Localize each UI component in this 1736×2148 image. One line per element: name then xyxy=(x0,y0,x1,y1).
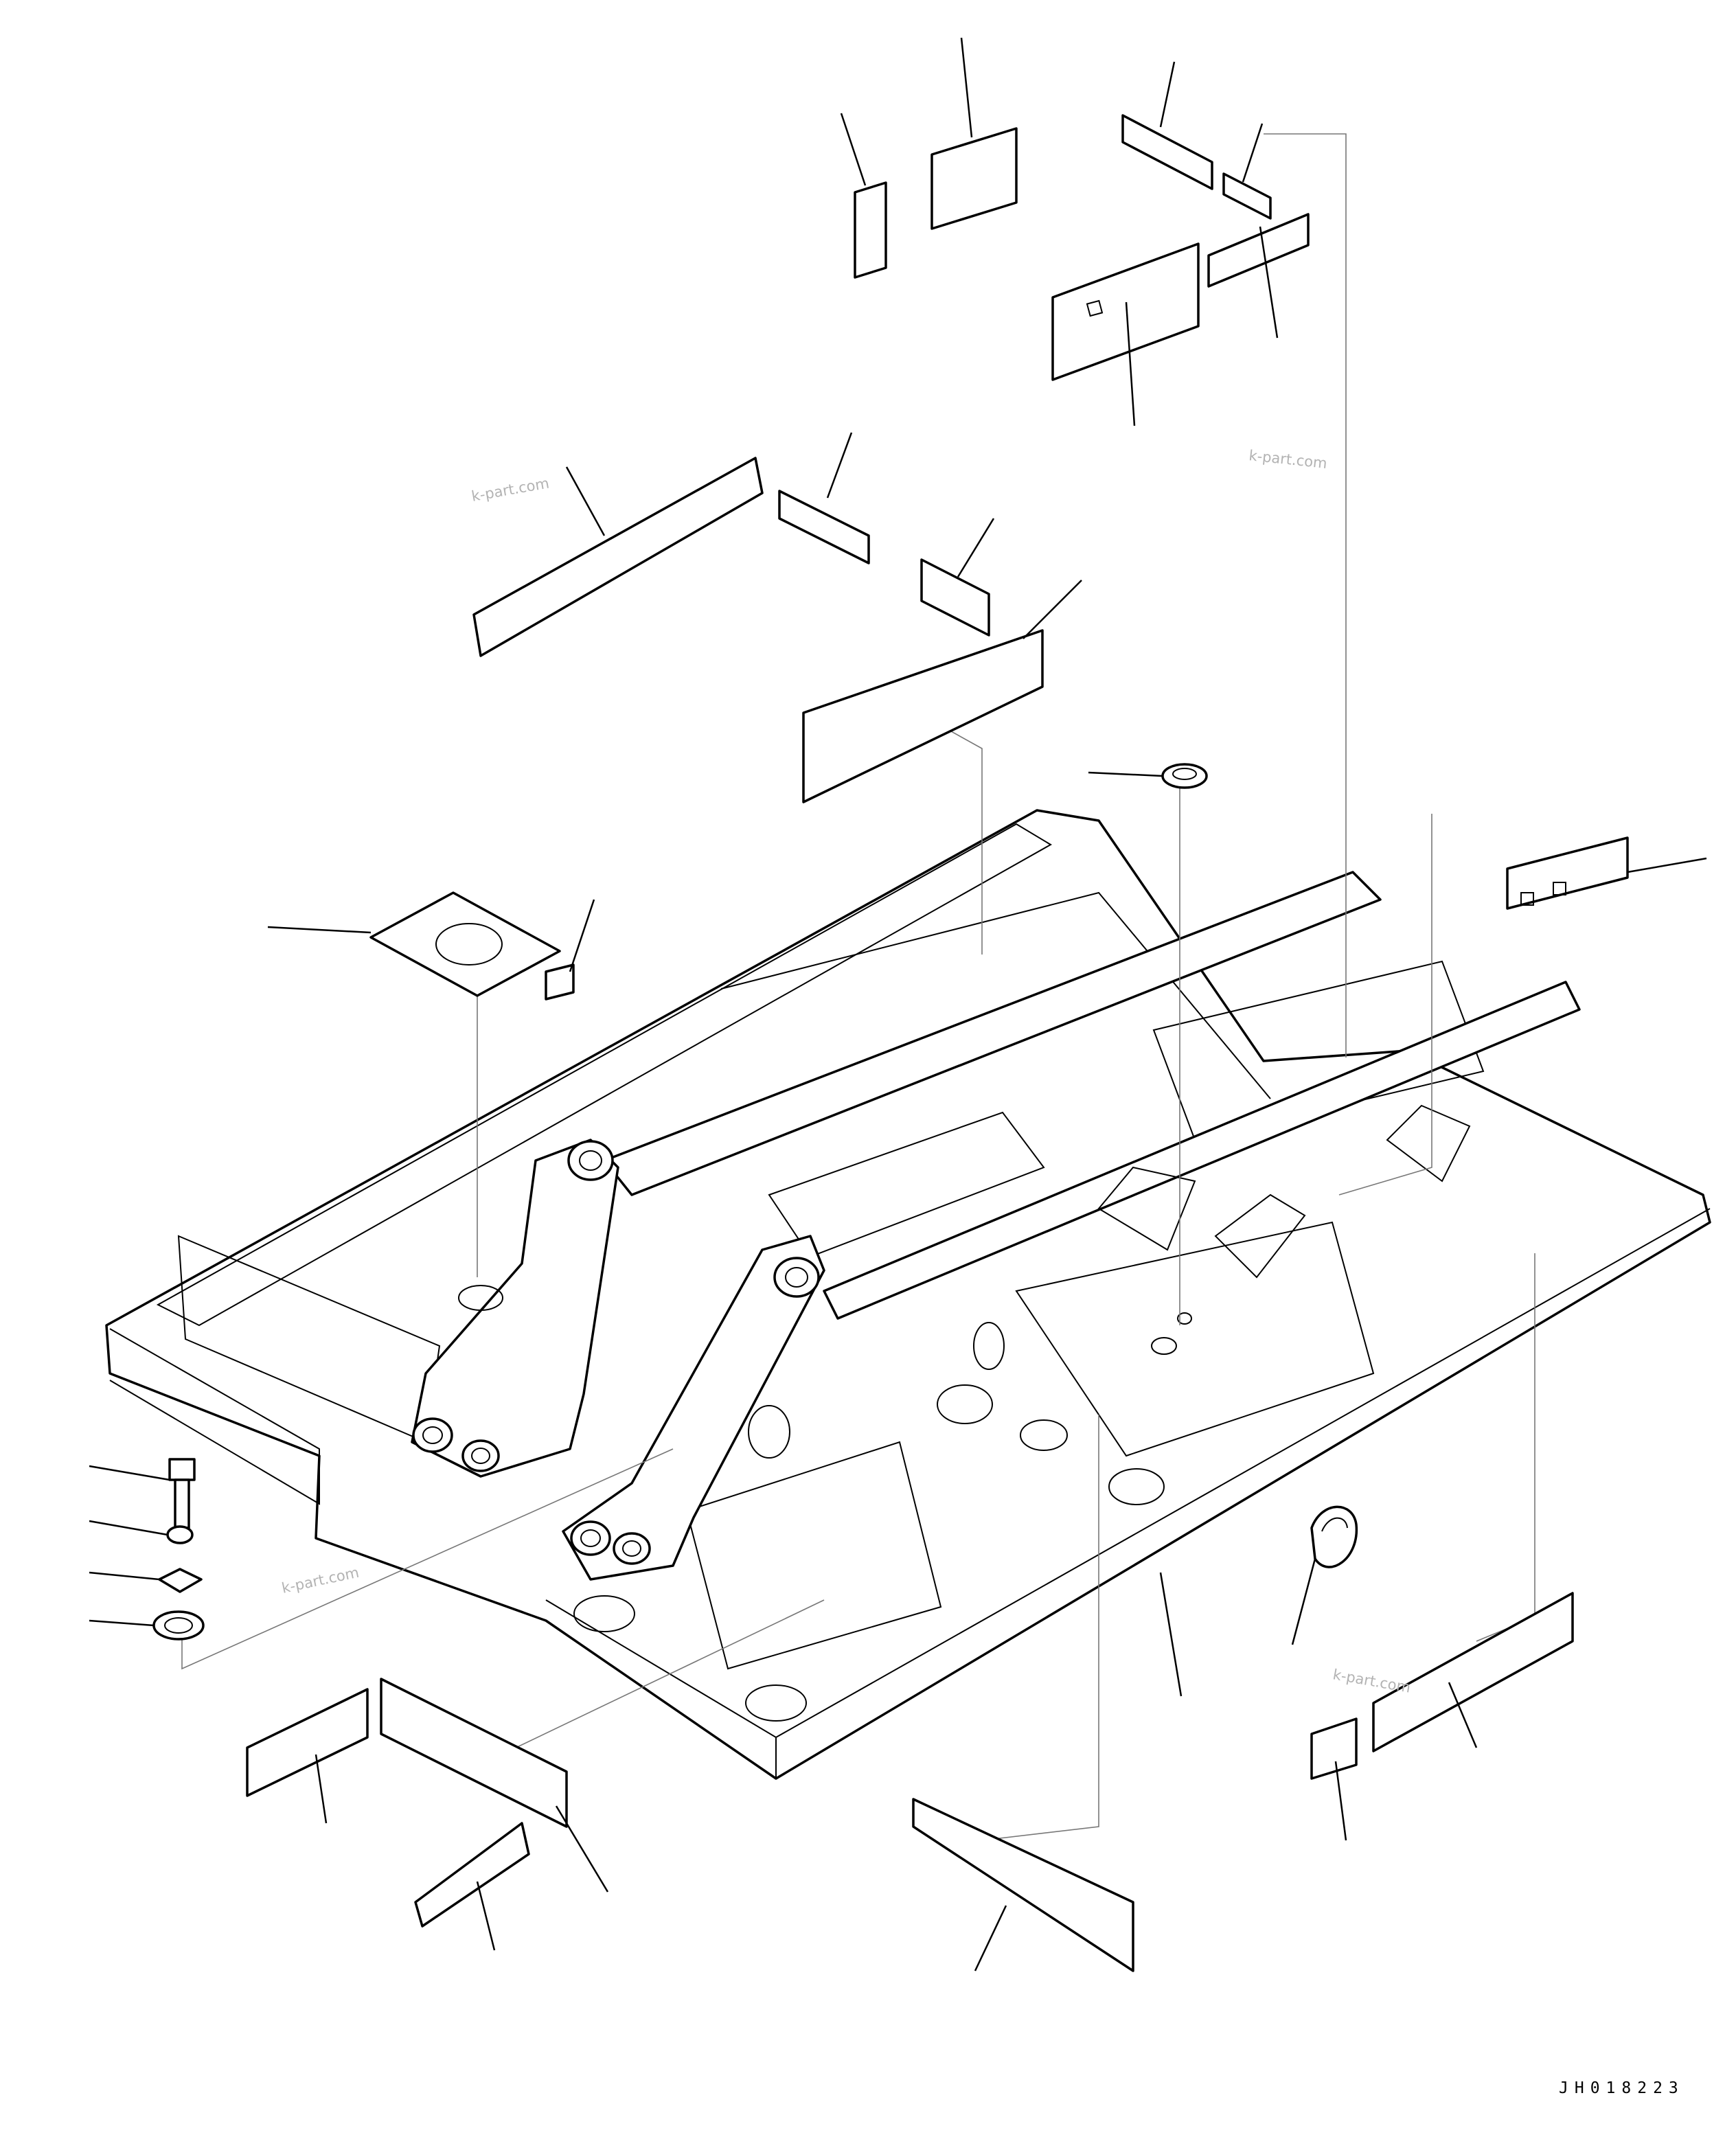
grommet xyxy=(1161,763,1208,789)
cover-plate-j xyxy=(802,629,1044,803)
washer xyxy=(166,1525,194,1544)
cover-plates xyxy=(246,114,1629,1972)
cover-plate-l xyxy=(246,1688,369,1797)
cover-plate-c xyxy=(1121,114,1213,190)
cover-plate-i xyxy=(920,558,990,637)
gasket xyxy=(152,1610,205,1641)
cover-plate-g xyxy=(472,457,764,657)
cover-plate-n xyxy=(414,1822,530,1928)
cover-plate-k xyxy=(1506,836,1629,910)
boom-pin-bosses xyxy=(412,1140,820,1565)
watermark-3: k-part.com xyxy=(280,1564,361,1597)
cover-plate-e xyxy=(1207,213,1310,288)
floor-plate-with-hole xyxy=(369,891,561,997)
small-cover-square xyxy=(545,963,575,1001)
bolt xyxy=(168,1458,196,1529)
cover-plate-p xyxy=(1310,1717,1358,1780)
cover-plate-a xyxy=(854,181,887,279)
leader-lines xyxy=(89,37,1707,1972)
watermark-1: k-part.com xyxy=(470,475,551,504)
cover-plate-d xyxy=(1222,172,1272,220)
plug xyxy=(158,1568,203,1593)
watermark-4: k-part.com xyxy=(1332,1666,1412,1695)
cover-plate-h xyxy=(778,490,870,564)
hole-cover xyxy=(1310,1505,1358,1568)
drawing-code: JH018223 xyxy=(1559,2079,1684,2097)
cover-plate-m xyxy=(380,1678,568,1828)
cover-plate-b xyxy=(930,127,1018,230)
revolving-frame xyxy=(105,809,1711,1780)
hardware xyxy=(152,763,1358,1641)
watermark-2: k-part.com xyxy=(1248,447,1327,472)
cover-plate-q xyxy=(1372,1592,1574,1752)
cover-plate-o xyxy=(912,1798,1134,1972)
cover-plate-f xyxy=(1051,242,1200,381)
